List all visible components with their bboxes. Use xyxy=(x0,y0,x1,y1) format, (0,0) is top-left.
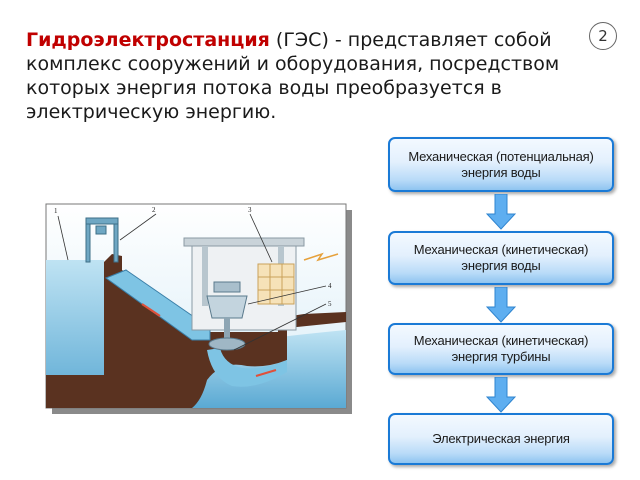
flow-box-line: энергия турбины xyxy=(451,349,551,364)
page-number-badge: 2 xyxy=(589,22,617,50)
flow-arrow xyxy=(255,369,277,377)
flow-box-line: Механическая (кинетическая) xyxy=(413,333,589,348)
flow-box-line: энергия воды xyxy=(461,258,541,273)
down-arrow-icon xyxy=(486,377,516,413)
flow-box-kinetic-turbine: Механическая (кинетическая)энергия турби… xyxy=(388,323,614,375)
diagram-label-3: 3 xyxy=(248,206,252,214)
intake-gate xyxy=(85,217,119,263)
flow-box-line: Электрическая энергия xyxy=(432,431,570,446)
crane-leg xyxy=(202,246,208,306)
flow-box-kinetic-water: Механическая (кинетическая)энергия воды xyxy=(388,231,614,285)
flow-box-line: Механическая (потенциальная) xyxy=(408,148,594,164)
intro-definition: (ГЭС) - представляет собой комплекс соор… xyxy=(26,29,560,123)
power-line xyxy=(303,252,339,262)
switchyard xyxy=(257,263,295,305)
hydro-plant-term: Гидроэлектростанция xyxy=(26,29,270,51)
turbine-generator xyxy=(206,281,248,351)
diagram-label-4: 4 xyxy=(328,282,332,290)
diagram-label-2: 2 xyxy=(152,206,156,214)
flow-box-electric: Электрическая энергия xyxy=(388,413,614,465)
flow-box-line: Механическая (кинетическая) xyxy=(413,242,589,257)
flow-box-line: энергия воды xyxy=(461,164,541,180)
down-arrow-icon xyxy=(486,287,516,323)
energy-flow-chart: Механическая (потенциальная)энергия воды… xyxy=(388,137,618,469)
powerhouse-roof xyxy=(183,237,305,247)
reservoir-water xyxy=(46,260,104,408)
diagram-label-5: 5 xyxy=(328,300,332,308)
intro-text: Гидроэлектростанция (ГЭС) - представляет… xyxy=(26,28,566,124)
draft-tube xyxy=(207,348,287,387)
hydro-plant-diagram: 1 2 3 4 5 xyxy=(45,203,352,414)
down-arrow-icon xyxy=(486,194,516,230)
flow-box-potential-water: Механическая (потенциальная)энергия воды xyxy=(388,137,614,192)
penstock xyxy=(104,269,211,341)
flow-arrow xyxy=(141,303,161,317)
diagram-label-1: 1 xyxy=(54,207,58,215)
